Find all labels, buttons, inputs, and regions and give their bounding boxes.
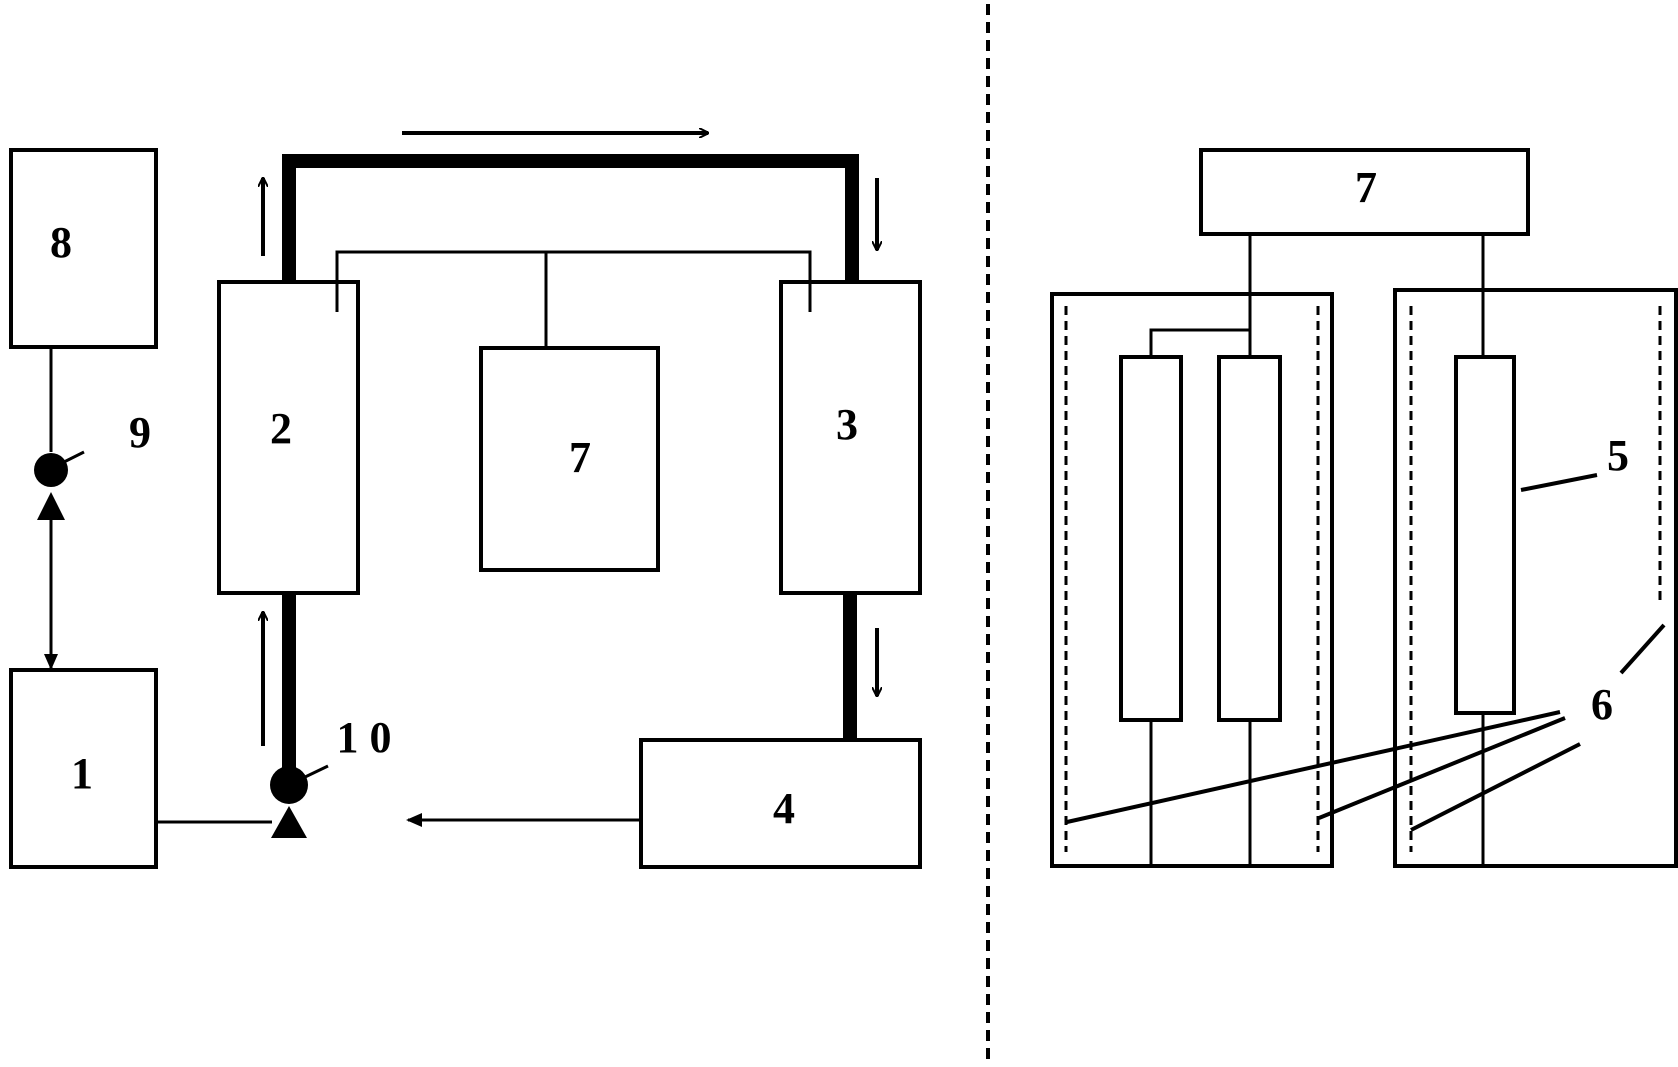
label-unit-1: 1 xyxy=(71,749,93,798)
electrode-left-1 xyxy=(1119,355,1183,722)
cell-left xyxy=(1050,292,1334,868)
unit-1-box xyxy=(9,668,158,869)
leader-6-b xyxy=(1318,716,1566,820)
leader-5 xyxy=(1520,473,1598,492)
leader-6-a xyxy=(1066,710,1561,824)
leader-6-c xyxy=(1410,742,1581,832)
unit-8-box xyxy=(9,148,158,349)
electrode-left-2 xyxy=(1217,355,1282,722)
label-unit-7-right: 7 xyxy=(1355,163,1377,212)
label-unit-8: 8 xyxy=(50,218,72,267)
label-unit-4: 4 xyxy=(773,784,795,833)
label-pump-10: 1 0 xyxy=(337,713,392,762)
wire-7-branch xyxy=(335,250,812,312)
label-unit-2: 2 xyxy=(270,404,292,453)
label-electrode-5: 5 xyxy=(1607,431,1629,480)
leader-6-d xyxy=(1619,623,1666,675)
pump-9-icon xyxy=(34,450,85,520)
label-mesh-6: 6 xyxy=(1591,680,1613,729)
unit-7-box xyxy=(479,346,660,572)
unit-4-box xyxy=(639,738,922,869)
label-unit-3: 3 xyxy=(836,400,858,449)
unit-2-box xyxy=(217,280,360,595)
pump-10-icon xyxy=(270,764,329,838)
unit-7-right-box xyxy=(1199,148,1530,236)
label-pump-9: 9 xyxy=(129,408,151,457)
cell-right xyxy=(1393,288,1678,868)
unit-3-box xyxy=(779,280,922,595)
wire-left-branch xyxy=(1149,328,1250,357)
label-unit-7-left: 7 xyxy=(569,433,591,482)
pipe-top-loop xyxy=(282,154,859,282)
electrode-right xyxy=(1454,355,1516,715)
